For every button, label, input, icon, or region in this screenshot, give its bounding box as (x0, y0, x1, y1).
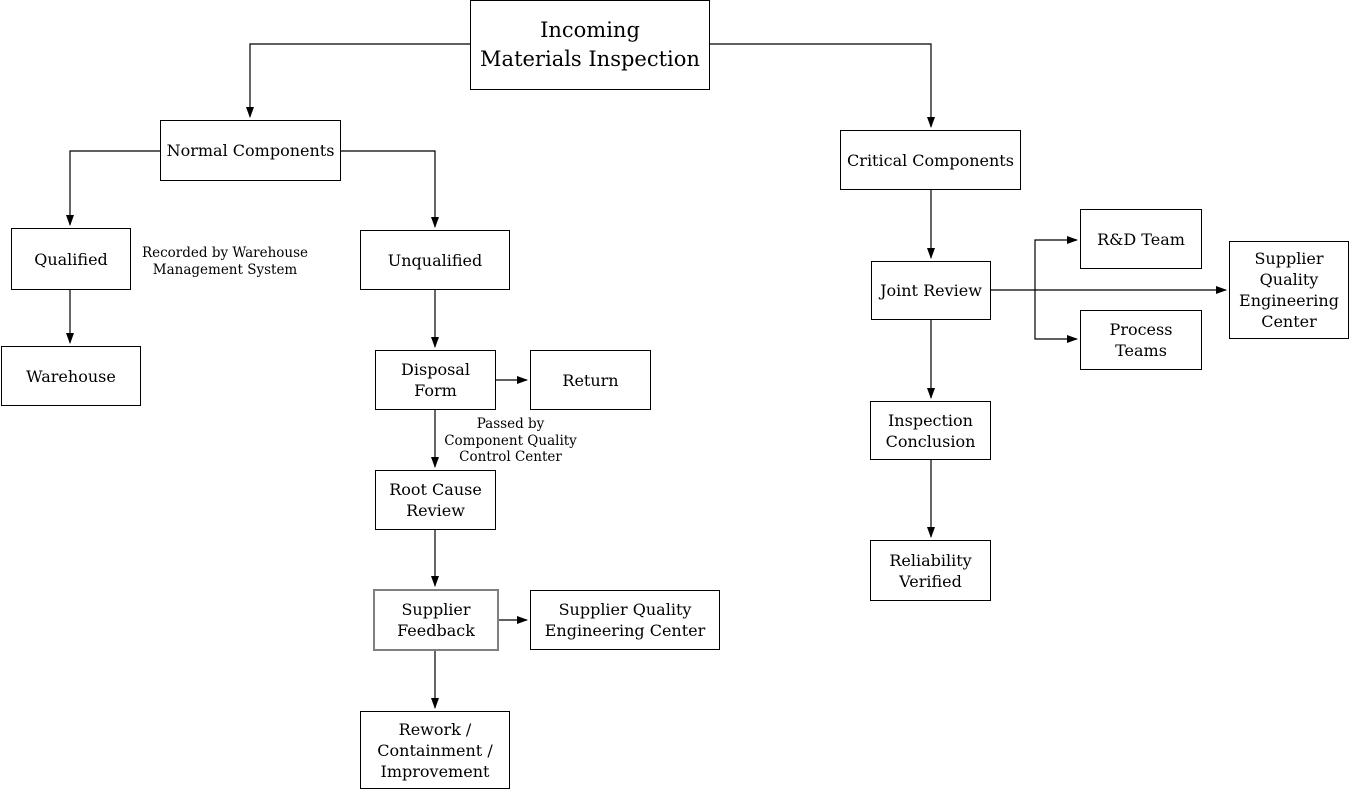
node-warehouse: Warehouse (1, 346, 141, 406)
node-supplier-quality-engineering-center: Supplier Quality Engineering Center (530, 590, 720, 650)
node-label: Process Teams (1109, 320, 1173, 360)
node-root-cause-review: Root Cause Review (375, 470, 496, 530)
node-label: Disposal Form (401, 360, 470, 400)
node-label: Return (562, 370, 619, 390)
node-label: Joint Review (880, 281, 982, 300)
node-critical-components: Critical Components (840, 130, 1021, 190)
node-label: Unqualified (387, 250, 483, 270)
node-normal-components: Normal Components (160, 120, 341, 181)
arrow-normal-to-qualified (66, 150, 160, 226)
node-incoming-materials-inspection: Incoming Materials Inspection (470, 0, 710, 90)
annotation-recorded-by-warehouse-management-system: Recorded by Warehouse Management System (141, 245, 309, 278)
node-label: R&D Team (1097, 229, 1185, 249)
node-reliability-verified: Reliability Verified (870, 540, 991, 601)
node-rd-team: R&D Team (1080, 209, 1202, 269)
node-label: Rework / Containment / Improvement (377, 719, 493, 781)
annotation-passed-by-component-quality-control-center: Passed by Component Quality Control Cent… (444, 416, 577, 465)
node-qualified: Qualified (11, 228, 131, 290)
node-label: Supplier Feedback (397, 600, 475, 640)
node-supplier-feedback: Supplier Feedback (373, 589, 499, 651)
node-label: Incoming Materials Inspection (480, 18, 700, 71)
arrow-joint-review-to-rd-team (1034, 236, 1078, 290)
node-unqualified: Unqualified (360, 230, 510, 290)
node-label: Supplier Quality Engineering Center (1239, 249, 1339, 331)
node-label: Root Cause Review (389, 480, 482, 520)
node-disposal-form: Disposal Form (375, 350, 496, 410)
node-joint-review: Joint Review (871, 261, 991, 320)
arrow-incoming-to-normal (246, 43, 470, 118)
arrow-joint-review-to-process-teams (1034, 290, 1078, 343)
node-return: Return (530, 350, 651, 410)
node-inspection-conclusion: Inspection Conclusion (870, 401, 991, 460)
node-label: Warehouse (26, 366, 116, 386)
node-label: Qualified (34, 249, 108, 269)
node-label: Supplier Quality Engineering Center (544, 600, 706, 640)
arrow-normal-to-unqualified (341, 150, 439, 228)
node-label: Normal Components (166, 141, 335, 160)
node-process-teams: Process Teams (1080, 310, 1202, 370)
node-supplier-quality-engineering-center-right: Supplier Quality Engineering Center (1229, 241, 1349, 339)
node-label: Inspection Conclusion (885, 410, 976, 451)
arrow-incoming-to-critical (710, 43, 935, 128)
node-rework-containment-improvement: Rework / Containment / Improvement (360, 711, 510, 789)
node-label: Reliability Verified (889, 550, 972, 591)
node-label: Critical Components (847, 150, 1014, 170)
